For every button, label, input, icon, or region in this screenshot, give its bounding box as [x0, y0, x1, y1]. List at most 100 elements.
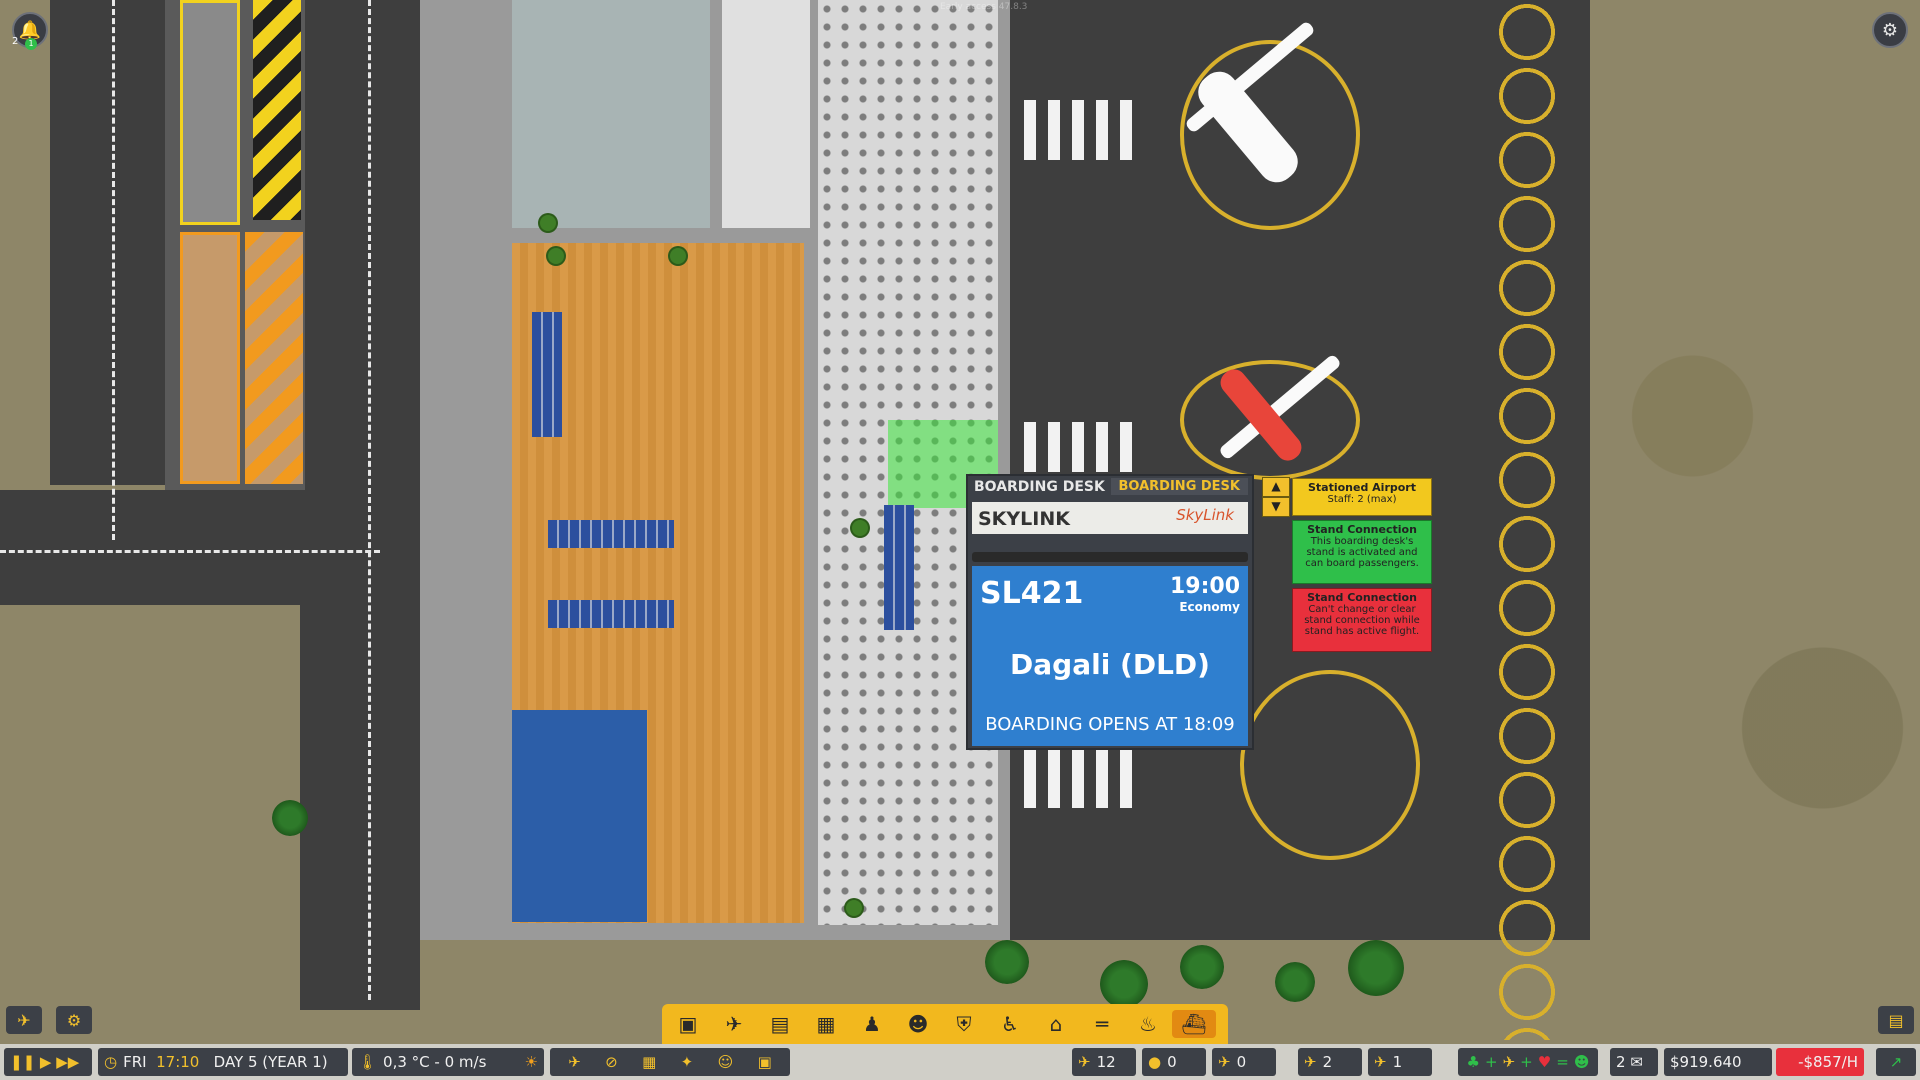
- panel-tag[interactable]: BOARDING DESK: [1110, 478, 1248, 495]
- tool-food[interactable]: ♨: [1126, 1010, 1170, 1038]
- operations-button[interactable]: ⚙: [56, 1006, 92, 1034]
- taxiway-loops: [1495, 0, 1559, 1040]
- income-display[interactable]: -$857/H: [1776, 1048, 1864, 1076]
- notification-badge: 1: [25, 38, 37, 50]
- flight-time: 19:00: [1169, 574, 1240, 599]
- income-value: -$857/H: [1798, 1053, 1858, 1071]
- airline-box: SKYLINK SkyLink: [972, 502, 1248, 534]
- tree: [985, 940, 1029, 984]
- prev-button[interactable]: ▲: [1262, 477, 1290, 497]
- card-body: This boarding desk's stand is activated …: [1305, 536, 1419, 569]
- day-name: FRI: [123, 1053, 147, 1071]
- flight-overlay-icon[interactable]: ✈: [568, 1053, 581, 1071]
- briefcase-icon[interactable]: ▣: [757, 1053, 772, 1071]
- chart-icon: ↗: [1889, 1053, 1903, 1071]
- fast-forward-icon[interactable]: ▶▶: [56, 1053, 80, 1071]
- chevron-up-icon: ▲: [1271, 479, 1281, 493]
- thermometer-icon: 🌡: [358, 1053, 378, 1071]
- tool-check-in[interactable]: ▣: [666, 1010, 710, 1038]
- landing-icon: ✈: [1218, 1053, 1231, 1071]
- family-icon: ☻: [907, 1012, 929, 1036]
- bell-icon: 🔔: [18, 19, 42, 41]
- flight-info: SL421 19:00 Economy Dagali (DLD) BOARDIN…: [972, 566, 1248, 746]
- plant: [852, 520, 868, 536]
- road-horizontal: [0, 490, 420, 605]
- flight-class: Economy: [1179, 600, 1240, 614]
- weather: 🌡 0,3 °C - 0 m/s ☀: [352, 1048, 544, 1076]
- stationed-staff-card[interactable]: Stationed Airport Staff: 2 (max): [1292, 478, 1432, 516]
- tool-bus[interactable]: ▤: [758, 1010, 802, 1038]
- tree: [1348, 940, 1404, 996]
- play-icon[interactable]: ▶: [39, 1053, 52, 1071]
- panel-header: BOARDING DESK DATA BOARDING DESK: [968, 476, 1252, 498]
- crosswalk: [1024, 748, 1134, 808]
- pause-icon[interactable]: ❚❚: [10, 1053, 36, 1071]
- crosswalk: [1024, 100, 1134, 160]
- mail-icon: ✉: [1630, 1053, 1643, 1071]
- seating-row: [532, 312, 562, 437]
- mail-button[interactable]: 2 ✉: [1610, 1048, 1658, 1076]
- people-icon[interactable]: ☺: [717, 1053, 734, 1071]
- tool-family[interactable]: ☻: [896, 1010, 940, 1038]
- stat-two: ●0: [1142, 1048, 1206, 1076]
- stat-three-value: 0: [1236, 1053, 1247, 1071]
- stand-marking: [1180, 40, 1360, 230]
- overlay-toggles[interactable]: ✈ ⊘ ▦ ✦ ☺ ▣: [550, 1048, 790, 1076]
- taxi-zone: [180, 0, 240, 225]
- plant: [548, 248, 564, 264]
- tool-seating[interactable]: ═: [1080, 1010, 1124, 1038]
- satisfaction-formula[interactable]: ♣+✈+♥=☻: [1458, 1048, 1598, 1076]
- runway-tool-button[interactable]: ✈: [6, 1006, 42, 1034]
- speed-controls[interactable]: ❚❚ ▶ ▶▶: [4, 1048, 92, 1076]
- stat-three: ✈0: [1212, 1048, 1276, 1076]
- seating-icon: ═: [1095, 1012, 1109, 1036]
- tool-security[interactable]: ⛨: [942, 1010, 986, 1038]
- day-counter: DAY 5 (YEAR 1): [213, 1053, 328, 1071]
- status-bar: ❚❚ ▶ ▶▶ ◷ FRI 17:10 DAY 5 (YEAR 1) 🌡 0,3…: [0, 1044, 1920, 1080]
- mail-count: 2: [1616, 1053, 1626, 1071]
- smile-icon: ☻: [1573, 1053, 1590, 1071]
- seating-row: [548, 520, 674, 548]
- flight-destination: Dagali (DLD): [1010, 648, 1210, 681]
- grid-icon[interactable]: ▦: [642, 1053, 657, 1071]
- lane-marking: [0, 550, 380, 553]
- seating-row: [884, 505, 914, 630]
- stat-four: ✈2: [1298, 1048, 1362, 1076]
- boarding-open-time: BOARDING OPENS AT 18:09: [985, 714, 1235, 735]
- tool-boarding[interactable]: ⛴: [1172, 1010, 1216, 1038]
- restroom-area: [722, 0, 810, 228]
- tool-baggage[interactable]: ▦: [804, 1010, 848, 1038]
- airline-name: SKYLINK: [978, 508, 1070, 530]
- card-body: Staff: 2 (max): [1327, 494, 1397, 505]
- depart-icon: ✈: [1374, 1053, 1387, 1071]
- stats-button[interactable]: ▤: [1878, 1006, 1914, 1034]
- no-entry-icon[interactable]: ⊘: [605, 1053, 618, 1071]
- card-title: Stand Connection: [1307, 591, 1417, 604]
- stand-connection-active-card[interactable]: Stand Connection This boarding desk's st…: [1292, 520, 1432, 584]
- compass-icon[interactable]: ✦: [680, 1053, 694, 1071]
- lane-marking: [112, 0, 115, 540]
- food-icon: ♨: [1139, 1012, 1157, 1036]
- settings-button[interactable]: ⚙: [1872, 12, 1908, 48]
- tool-restroom[interactable]: ♿: [988, 1010, 1032, 1038]
- next-button[interactable]: ▼: [1262, 497, 1290, 517]
- tool-staff[interactable]: ♟: [850, 1010, 894, 1038]
- date-time: ◷ FRI 17:10 DAY 5 (YEAR 1): [98, 1048, 348, 1076]
- tree: [272, 800, 308, 836]
- lane-marking: [368, 0, 371, 1000]
- stand-connection-locked-card[interactable]: Stand Connection Can't change or clear s…: [1292, 588, 1432, 652]
- boarding-desk-panel[interactable]: BOARDING DESK DATA BOARDING DESK SKYLINK…: [966, 474, 1254, 750]
- crosswalk: [1024, 422, 1134, 472]
- tool-desk[interactable]: ⌂: [1034, 1010, 1078, 1038]
- card-title: Stationed Airport: [1307, 481, 1416, 494]
- bus-zone: [180, 232, 240, 484]
- finance-button[interactable]: ↗: [1876, 1048, 1916, 1076]
- tool-airplane[interactable]: ✈: [712, 1010, 756, 1038]
- plane-icon: ✈: [1078, 1053, 1091, 1071]
- stat-four-value: 2: [1322, 1053, 1333, 1071]
- version-label: Early access 47.8.3: [940, 2, 1028, 12]
- money-display[interactable]: $919.640: [1664, 1048, 1772, 1076]
- security-icon: ⛨: [956, 1012, 972, 1036]
- clock-time: 17:10: [156, 1053, 200, 1071]
